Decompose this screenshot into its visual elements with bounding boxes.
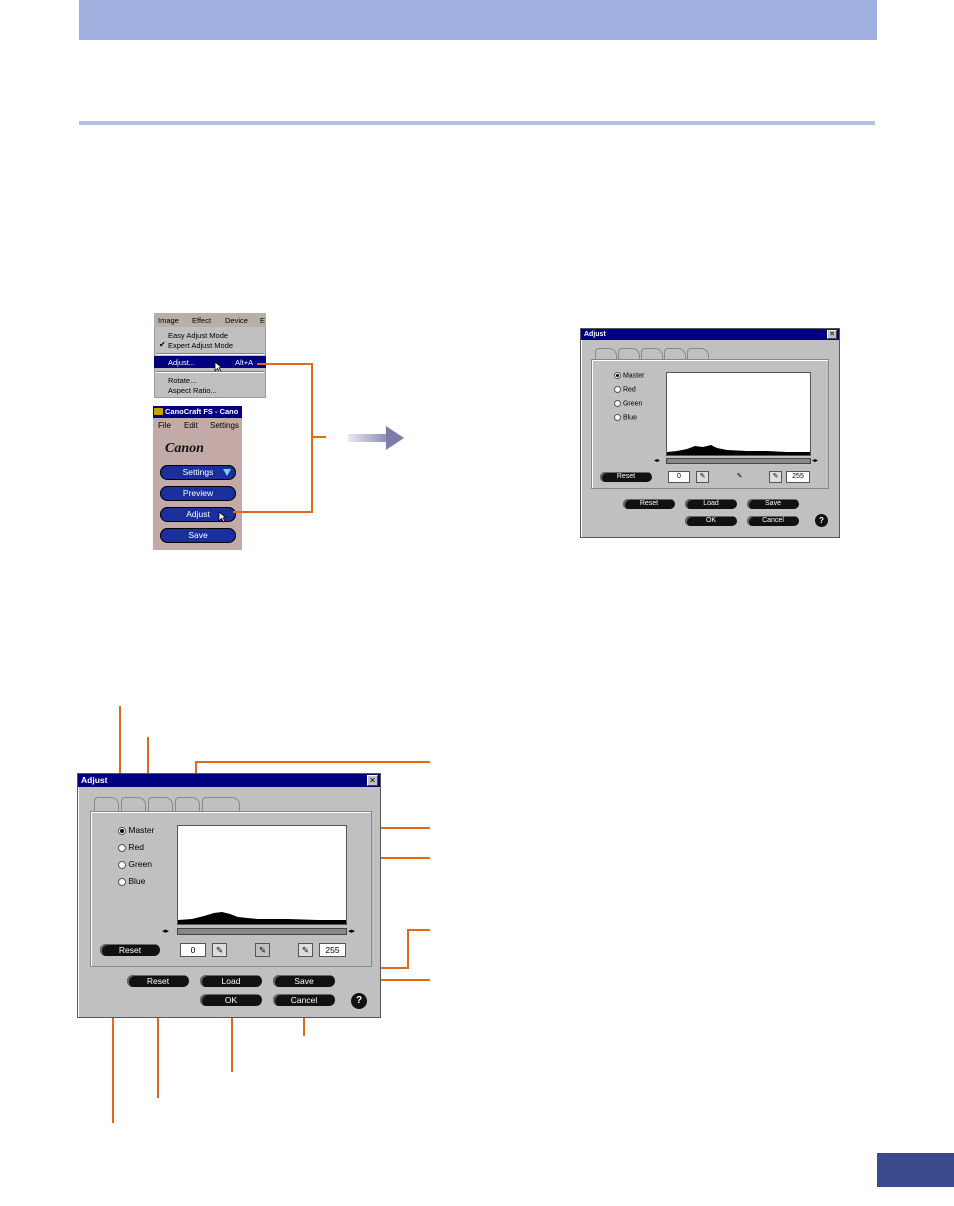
tab-curve[interactable] xyxy=(664,348,686,360)
tab-color-balance[interactable] xyxy=(148,797,173,812)
tab-monitor[interactable] xyxy=(687,348,709,360)
tab-master-tone[interactable] xyxy=(595,348,617,360)
eyedropper-icon[interactable]: ✎ xyxy=(212,943,227,957)
level-slider[interactable] xyxy=(666,458,811,464)
load-button[interactable]: Load xyxy=(685,499,737,509)
eyedropper-icon[interactable]: ✎ xyxy=(769,471,782,483)
header-rule xyxy=(79,121,875,125)
help-icon[interactable]: ? xyxy=(815,514,828,527)
ok-button[interactable]: OK xyxy=(200,994,262,1006)
radio-master[interactable]: Master xyxy=(118,825,154,835)
cancel-button[interactable]: Cancel xyxy=(273,994,335,1006)
canocraft-window-screenshot: CanoCraft FS - Cano File Edit Settings C… xyxy=(153,406,242,550)
menu-item-aspect-ratio[interactable]: Aspect Ratio... xyxy=(168,386,217,395)
low-value-field[interactable]: 0 xyxy=(668,471,690,483)
histogram-panel: Master Red Green Blue ◂▸ ◂▸ Reset 0 ✎ ✎ … xyxy=(591,359,829,489)
page-number-tab xyxy=(877,1153,954,1187)
check-icon: ✔ xyxy=(159,340,166,349)
save-button[interactable]: Save xyxy=(273,975,335,987)
tab-curve[interactable] xyxy=(175,797,200,812)
ok-button[interactable]: OK xyxy=(685,516,737,526)
adjust-button[interactable]: Adjust xyxy=(160,507,236,522)
canon-logo: Canon xyxy=(165,441,204,456)
cancel-button[interactable]: Cancel xyxy=(747,516,799,526)
arrow-shaft xyxy=(348,434,388,442)
menu-effect[interactable]: Effect xyxy=(192,316,212,325)
tab-monitor[interactable] xyxy=(202,797,240,812)
app-menu-file[interactable]: File xyxy=(158,421,171,430)
menu-item-adjust[interactable]: Adjust... xyxy=(168,358,196,367)
close-icon[interactable]: ✕ xyxy=(827,330,837,339)
eyedropper-icon[interactable]: ✎ xyxy=(298,943,313,957)
tab-master-tone[interactable] xyxy=(94,797,119,812)
app-menu-edit[interactable]: Edit xyxy=(184,421,198,430)
app-title-bar: CanoCraft FS - Cano xyxy=(153,406,242,418)
help-icon[interactable]: ? xyxy=(351,993,367,1009)
app-icon xyxy=(154,408,163,415)
gray-eyedropper-icon[interactable]: ✎ xyxy=(733,471,746,483)
menu-item-easy-adjust[interactable]: Easy Adjust Mode xyxy=(168,331,229,340)
histogram xyxy=(177,825,347,925)
chevron-down-icon xyxy=(223,469,231,476)
image-menu-screenshot: Image Effect Device E Easy Adjust Mode ✔… xyxy=(154,313,266,398)
right-scroll-icon[interactable]: ◂▸ xyxy=(812,458,819,464)
close-icon[interactable]: ✕ xyxy=(367,775,378,786)
menu-item-expert-adjust[interactable]: Expert Adjust Mode xyxy=(168,341,234,350)
menu-separator xyxy=(156,353,264,355)
radio-green[interactable]: Green xyxy=(118,859,152,869)
histogram-graph xyxy=(178,912,346,924)
high-value-field[interactable]: 255 xyxy=(786,471,810,483)
load-button[interactable]: Load xyxy=(200,975,262,987)
radio-green[interactable]: Green xyxy=(614,400,642,407)
menu-device[interactable]: Device xyxy=(225,316,248,325)
panel-reset-button[interactable]: Reset xyxy=(600,472,652,482)
adjust-dialog-small: Adjust ✕ Master Red Green Blue ◂▸ ◂▸ Res… xyxy=(580,328,840,538)
tab-brightness[interactable] xyxy=(618,348,640,360)
dialog-title: Adjust xyxy=(581,329,839,340)
app-title: CanoCraft FS - Cano xyxy=(165,407,239,416)
app-menu-bar: File Edit Settings xyxy=(153,419,242,431)
radio-red[interactable]: Red xyxy=(614,386,636,393)
low-value-field[interactable]: 0 xyxy=(180,943,206,957)
cursor-icon xyxy=(218,511,228,523)
menu-image[interactable]: Image xyxy=(158,316,179,325)
level-slider[interactable] xyxy=(177,928,347,935)
histogram-panel: Master Red Green Blue ◂▸ ◂▸ Reset 0 ✎ ✎ … xyxy=(90,811,372,967)
reset-button[interactable]: Reset xyxy=(623,499,675,509)
radio-blue[interactable]: Blue xyxy=(614,414,637,421)
menu-bar: Image Effect Device E xyxy=(154,313,266,327)
radio-master[interactable]: Master xyxy=(614,372,644,379)
save-button[interactable]: Save xyxy=(160,528,236,543)
radio-red[interactable]: Red xyxy=(118,842,144,852)
preview-button[interactable]: Preview xyxy=(160,486,236,501)
tab-color-balance[interactable] xyxy=(641,348,663,360)
right-scroll-icon[interactable]: ◂▸ xyxy=(348,928,356,935)
settings-button[interactable]: Settings xyxy=(160,465,236,480)
header-bar xyxy=(79,0,877,40)
tab-brightness[interactable] xyxy=(121,797,146,812)
left-scroll-icon[interactable]: ◂▸ xyxy=(162,928,170,935)
eyedropper-icon[interactable]: ✎ xyxy=(696,471,709,483)
panel-reset-button[interactable]: Reset xyxy=(100,944,160,956)
adjust-dialog-large: Adjust ✕ Master Red Green Blue ◂▸ ◂▸ Res… xyxy=(77,773,381,1018)
right-arrow-icon xyxy=(386,426,404,450)
left-scroll-icon[interactable]: ◂▸ xyxy=(654,458,661,464)
adjust-shortcut: Alt+A xyxy=(235,358,254,367)
gray-eyedropper-icon[interactable]: ✎ xyxy=(255,943,270,957)
dialog-title: Adjust xyxy=(78,774,380,787)
menu-item-rotate[interactable]: Rotate... xyxy=(168,376,197,385)
histogram xyxy=(666,372,811,456)
menu-e[interactable]: E xyxy=(260,316,266,325)
menu-item-adjust-highlight[interactable] xyxy=(154,356,266,368)
save-button[interactable]: Save xyxy=(747,499,799,509)
menu-separator xyxy=(156,371,264,373)
radio-blue[interactable]: Blue xyxy=(118,876,145,886)
reset-button[interactable]: Reset xyxy=(127,975,189,987)
app-menu-settings[interactable]: Settings xyxy=(210,421,239,430)
histogram-graph xyxy=(667,445,810,455)
high-value-field[interactable]: 255 xyxy=(319,943,346,957)
